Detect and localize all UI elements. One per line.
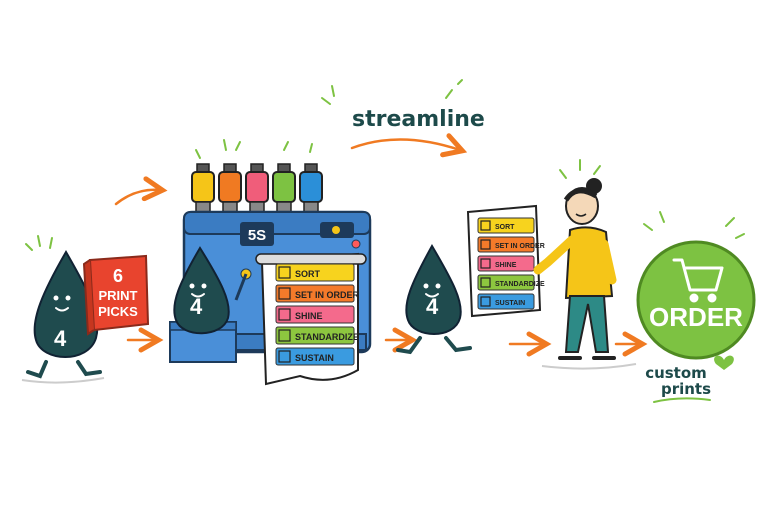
machine-steps-list: SORT SET IN ORDER SHINE STANDARDIZE SUSTAIN <box>275 263 360 366</box>
drop-character-carrier: 4 <box>396 243 472 355</box>
headline-sparks <box>321 79 463 105</box>
arrow-to-machine-top <box>114 190 160 206</box>
drop-character-reader: 4 <box>21 235 105 384</box>
shopping-cart-icon <box>672 258 724 303</box>
tools-icon <box>480 239 491 250</box>
step-item: STANDARDIZE <box>275 326 359 345</box>
headline: streamline <box>352 107 485 132</box>
step-item: SUSTAIN <box>477 293 535 310</box>
step-item: SORT <box>477 217 535 234</box>
box-icon <box>278 266 291 279</box>
ink-bottle <box>272 163 296 213</box>
carried-steps-list: SORT SET IN ORDER SHINE STANDARDIZE SUSTAIN <box>477 217 545 310</box>
step-label: STANDARDIZE <box>495 281 545 288</box>
ink-bottle <box>299 163 323 213</box>
machine-badge: 5S <box>248 227 266 244</box>
step-label: SUSTAIN <box>295 353 334 363</box>
drop-number: 4 <box>54 326 67 351</box>
order-label: ORDER <box>649 302 743 332</box>
book-line-3: PICKS <box>98 304 138 319</box>
cycle-icon <box>480 296 491 307</box>
checklist-icon <box>480 277 491 288</box>
caption-line-2: prints <box>661 380 711 398</box>
ink-bottle <box>245 163 269 213</box>
customer-woman <box>533 159 637 370</box>
sparkle-icon <box>278 308 291 321</box>
step-label: STANDARDIZE <box>295 332 359 342</box>
book-line-1: 6 <box>113 266 123 286</box>
headline-arrow <box>350 139 460 150</box>
step-item: SET IN ORDER <box>477 236 545 253</box>
order-button[interactable]: ORDER <box>636 211 756 360</box>
step-item: SET IN ORDER <box>275 284 360 303</box>
drop-number: 4 <box>426 294 439 319</box>
step-item: SHINE <box>275 305 355 324</box>
ink-bottle <box>218 163 242 213</box>
box-icon <box>480 220 491 231</box>
step-label: SHINE <box>295 311 323 321</box>
step-item: SHINE <box>477 255 535 272</box>
ink-bottles <box>191 163 323 213</box>
step-label: SUSTAIN <box>495 300 525 307</box>
step-label: SHINE <box>495 262 517 269</box>
print-picks-book: 6 PRINT PICKS <box>82 254 150 336</box>
ink-bottle <box>191 163 215 213</box>
caption-underline <box>653 397 711 403</box>
caption-line-1: custom <box>645 364 707 382</box>
step-label: SORT <box>495 224 515 231</box>
step-item: SORT <box>275 263 355 282</box>
step-label: SET IN ORDER <box>495 243 545 250</box>
checklist-icon <box>278 329 291 342</box>
step-item: SUSTAIN <box>275 347 355 366</box>
sparkle-icon <box>480 258 491 269</box>
tools-icon <box>278 287 291 300</box>
cycle-icon <box>278 350 291 363</box>
step-label: SET IN ORDER <box>295 290 360 300</box>
book-line-2: PRINT <box>99 288 138 303</box>
ink-splashes <box>195 139 313 159</box>
step-label: SORT <box>295 269 321 279</box>
drop-character-operator: 4 <box>173 246 230 335</box>
drop-number: 4 <box>190 294 203 319</box>
step-item: STANDARDIZE <box>477 274 545 291</box>
heart-icon <box>714 355 734 370</box>
